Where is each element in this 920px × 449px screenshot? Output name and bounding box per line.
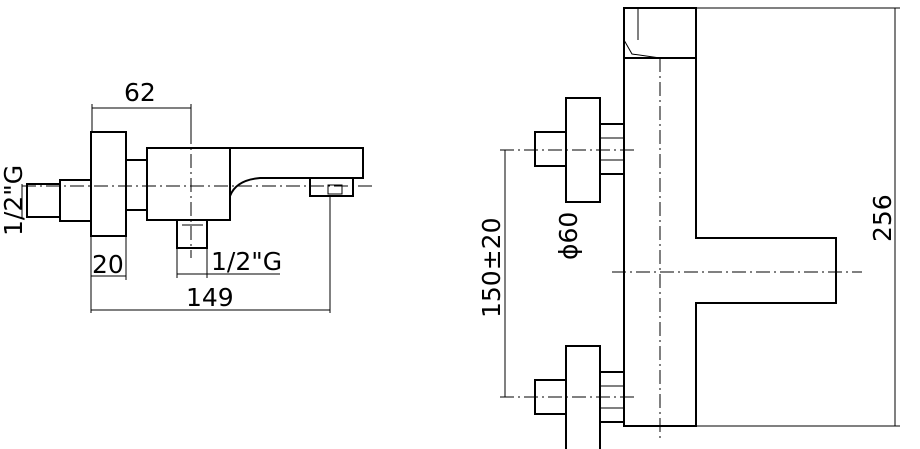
front-view: 150±20 ϕ60 256 [477,7,900,449]
upper-inlet [534,131,567,167]
dim-rosette-diameter: ϕ60 [554,212,583,260]
upper-nut [599,123,625,175]
side-view: 62 1/2"G 20 1/2"G 149 [0,78,372,313]
inlet-nut [59,179,92,222]
dim-overall-length: 149 [186,283,234,312]
spout [229,147,364,197]
spout-aerator [309,177,354,197]
dim-flange-depth: 20 [92,250,124,279]
front-body [623,57,837,427]
mixer-body [146,147,231,221]
inlet-stub [26,183,61,218]
bottom-outlet [176,219,208,249]
handle [623,7,697,59]
dim-bottom-thread: 1/2"G [211,247,282,276]
wall-flange [90,131,127,237]
dim-left-thread: 1/2"G [0,165,28,236]
dim-top-width: 62 [124,78,156,107]
aerator-insert [327,184,343,195]
connector [125,159,148,211]
dim-inlet-spacing: 150±20 [477,218,506,318]
dim-overall-height: 256 [868,194,897,242]
